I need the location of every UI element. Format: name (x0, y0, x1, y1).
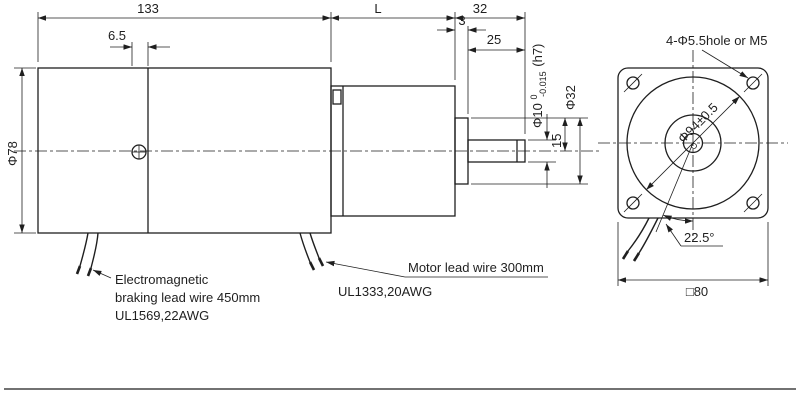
dim-rear-text: 6.5 (108, 28, 126, 43)
motor-lead-wires (299, 232, 325, 271)
brake-label-line1: Electromagnetic (115, 272, 209, 287)
dim-shaft-length: 25 (468, 32, 525, 53)
dim-body-length: 133 (37, 1, 332, 62)
side-view: 133 L 32 6.5 3 25 (5, 1, 600, 323)
front-view: 4-Φ5.5hole or M5 Φ94±0.5 22.5° □80 (598, 33, 788, 299)
wire (299, 232, 311, 263)
flange-square-value: □80 (686, 284, 708, 299)
dim-body-diameter-text: Φ78 (5, 141, 20, 166)
mounting-hole (623, 193, 643, 213)
motor-wire-label: Motor lead wire 300mm UL1333,20AWG (325, 260, 548, 299)
mounting-holes (623, 73, 763, 213)
wire-terminal (86, 267, 93, 277)
housing-screw-icon (131, 144, 147, 160)
holes-callout: 4-Φ5.5hole or M5 (666, 33, 767, 79)
motor-body-outline (37, 67, 332, 234)
gearhead-notch (332, 89, 342, 105)
output-shaft-outline (467, 139, 526, 163)
body-dia-value: Φ78 (5, 141, 20, 166)
mounting-hole (743, 193, 763, 213)
wire-terminal (632, 252, 641, 262)
leader-line (92, 269, 112, 279)
mounting-hole (623, 73, 643, 93)
leader-line (701, 49, 749, 79)
pilot-dia-value: Φ94±0.5 (675, 100, 721, 146)
wire-terminal (75, 265, 82, 275)
leader-line (665, 223, 682, 247)
holes-callout-text: 4-Φ5.5hole or M5 (666, 33, 767, 48)
dim-shaft-diameter-text: Φ10 0 -0.015 (h7) (525, 44, 549, 128)
motor-lead-label: Motor lead wire 300mm (408, 260, 544, 275)
dim-shaft-section-text: 32 (473, 1, 487, 16)
hole-tick (623, 73, 643, 93)
wire (627, 217, 650, 252)
shaft-dia-value: Φ10 (530, 103, 545, 128)
dim-shaft-length-text: 25 (487, 32, 501, 47)
shaft-tol-lower: -0.015 (538, 71, 548, 97)
hole-circle (746, 76, 760, 90)
shaft-fit-class: (h7) (530, 44, 545, 67)
wire (79, 232, 89, 267)
dim-body-length-text: 133 (137, 1, 159, 16)
dim-wire-angle: 22.5° (655, 142, 723, 247)
brake-label-line2: braking lead wire 450mm (115, 290, 260, 305)
angle-arc (663, 214, 694, 224)
dim-shaft-section: 32 (455, 1, 526, 134)
brake-label-line3: UL1569,22AWG (115, 308, 209, 323)
shaft-tol-upper: 0 (529, 95, 539, 100)
leader-line (325, 260, 406, 278)
dim-shaft-height-text: 15 (549, 134, 564, 148)
wire-terminal (317, 257, 325, 267)
dim-shaft-diameter: Φ10 0 -0.015 (h7) (525, 44, 556, 188)
hole-tick (743, 73, 763, 93)
svg-text:Φ10 0 -0.0: Φ10 0 -0.015 (h7) (525, 44, 549, 128)
wire-terminal (621, 250, 630, 260)
wire (309, 232, 320, 259)
hole-tick (623, 193, 643, 213)
hole-circle (626, 76, 640, 90)
dim-pilot-text: Φ94±0.5 (675, 100, 721, 146)
dim-gearhead-length: L (331, 1, 456, 80)
hole-tick (743, 193, 763, 213)
wire (638, 217, 659, 254)
hole-circle (746, 196, 760, 210)
wire-terminal (308, 261, 316, 271)
dim-gearhead-length-text: L (374, 1, 381, 16)
motor-lead-spec-label: UL1333,20AWG (338, 284, 432, 299)
dim-body-diameter: Φ78 (5, 67, 36, 234)
boss-dia-value: Φ32 (563, 85, 578, 110)
wire (90, 232, 99, 269)
front-view-wires (621, 217, 659, 262)
dim-shaft-height: 15 (549, 118, 568, 151)
hole-circle (626, 196, 640, 210)
dim-boss-diameter-text: Φ32 (563, 85, 578, 110)
flange-square-outline (617, 67, 769, 219)
dim-boss-length-text: 3 (458, 13, 465, 28)
mounting-hole (743, 73, 763, 93)
brake-lead-wires (75, 232, 99, 277)
dim-rear: 6.5 (108, 28, 170, 66)
dim-flange-square: □80 (617, 222, 769, 299)
angle-radial-line (655, 142, 694, 233)
wire-angle-value: 22.5° (684, 230, 715, 245)
brake-wire-label: Electromagnetic braking lead wire 450mm … (92, 269, 260, 323)
dim-boss-length: 3 (437, 13, 486, 114)
gearhead-face-circle (626, 76, 760, 210)
dim-boss-diameter: Φ32 (471, 85, 588, 185)
shaft-height-value: 15 (549, 134, 564, 148)
